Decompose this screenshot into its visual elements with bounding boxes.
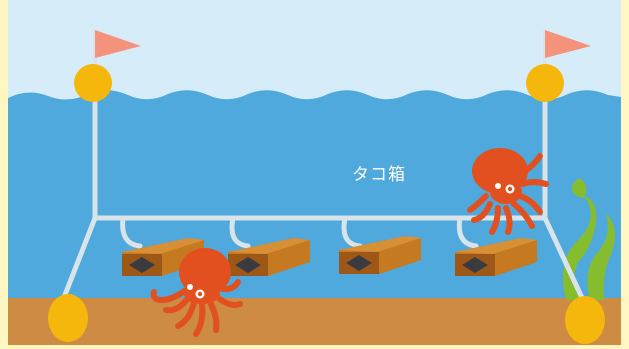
octopus-icon <box>467 148 549 235</box>
trap-frame <box>60 82 586 303</box>
float-buoy-left <box>74 64 112 102</box>
float-buoy-right <box>526 64 564 102</box>
seabed <box>8 298 621 345</box>
octopus-icon <box>150 248 243 337</box>
octopus-trap <box>228 238 310 276</box>
octopus-trap <box>455 238 537 276</box>
anchor-float-left <box>48 294 88 342</box>
anchor-float-right <box>565 296 605 344</box>
octopus-trap-label: タコ箱 <box>352 165 406 185</box>
octopus-trap <box>339 236 421 274</box>
octopus-trap <box>122 238 204 276</box>
